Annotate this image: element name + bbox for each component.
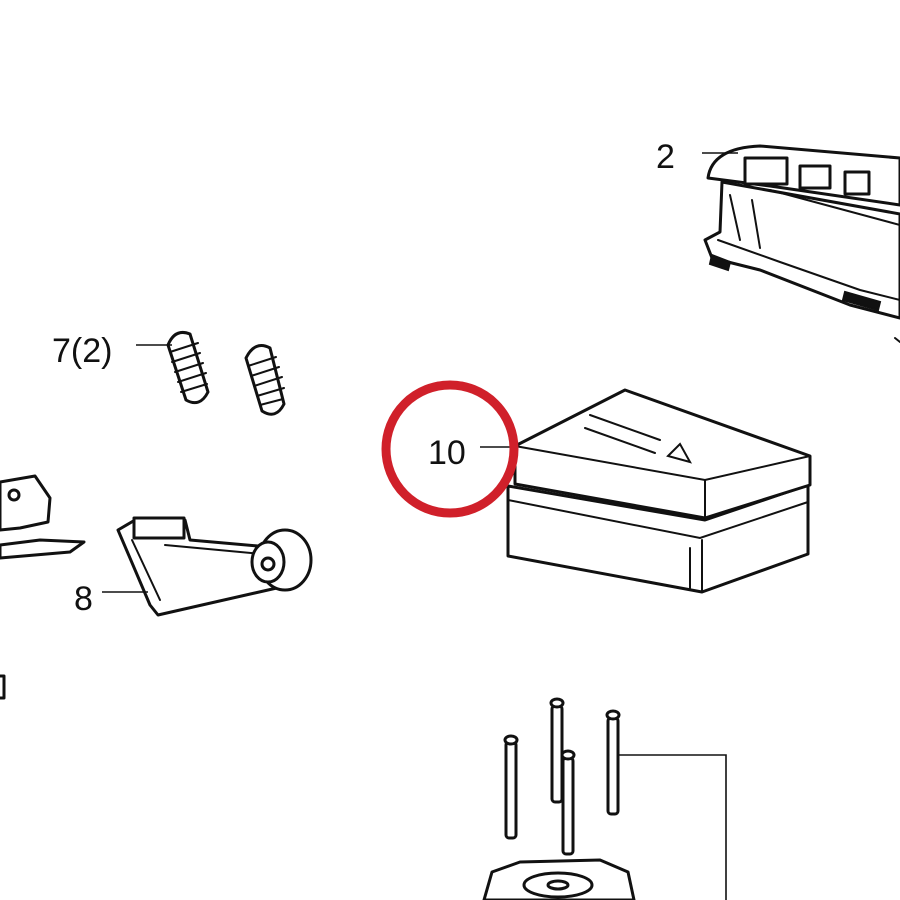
screws-bracket-leader xyxy=(618,754,727,900)
callout-label-8: 8 xyxy=(74,580,93,618)
highlight-circle xyxy=(381,380,519,518)
left-cropped-part xyxy=(0,474,86,700)
screws-group xyxy=(503,697,621,856)
callout-label-10: 10 xyxy=(428,434,466,472)
part-7-spring-right xyxy=(244,344,286,416)
bottom-motor-part xyxy=(482,858,636,900)
part-10-box xyxy=(506,388,812,594)
part-7-spring-left xyxy=(166,330,210,405)
part-8-lever xyxy=(116,516,313,617)
callout-label-2: 2 xyxy=(656,138,675,176)
part-2-housing xyxy=(703,144,900,343)
callout-label-7: 7(2) xyxy=(52,332,112,370)
